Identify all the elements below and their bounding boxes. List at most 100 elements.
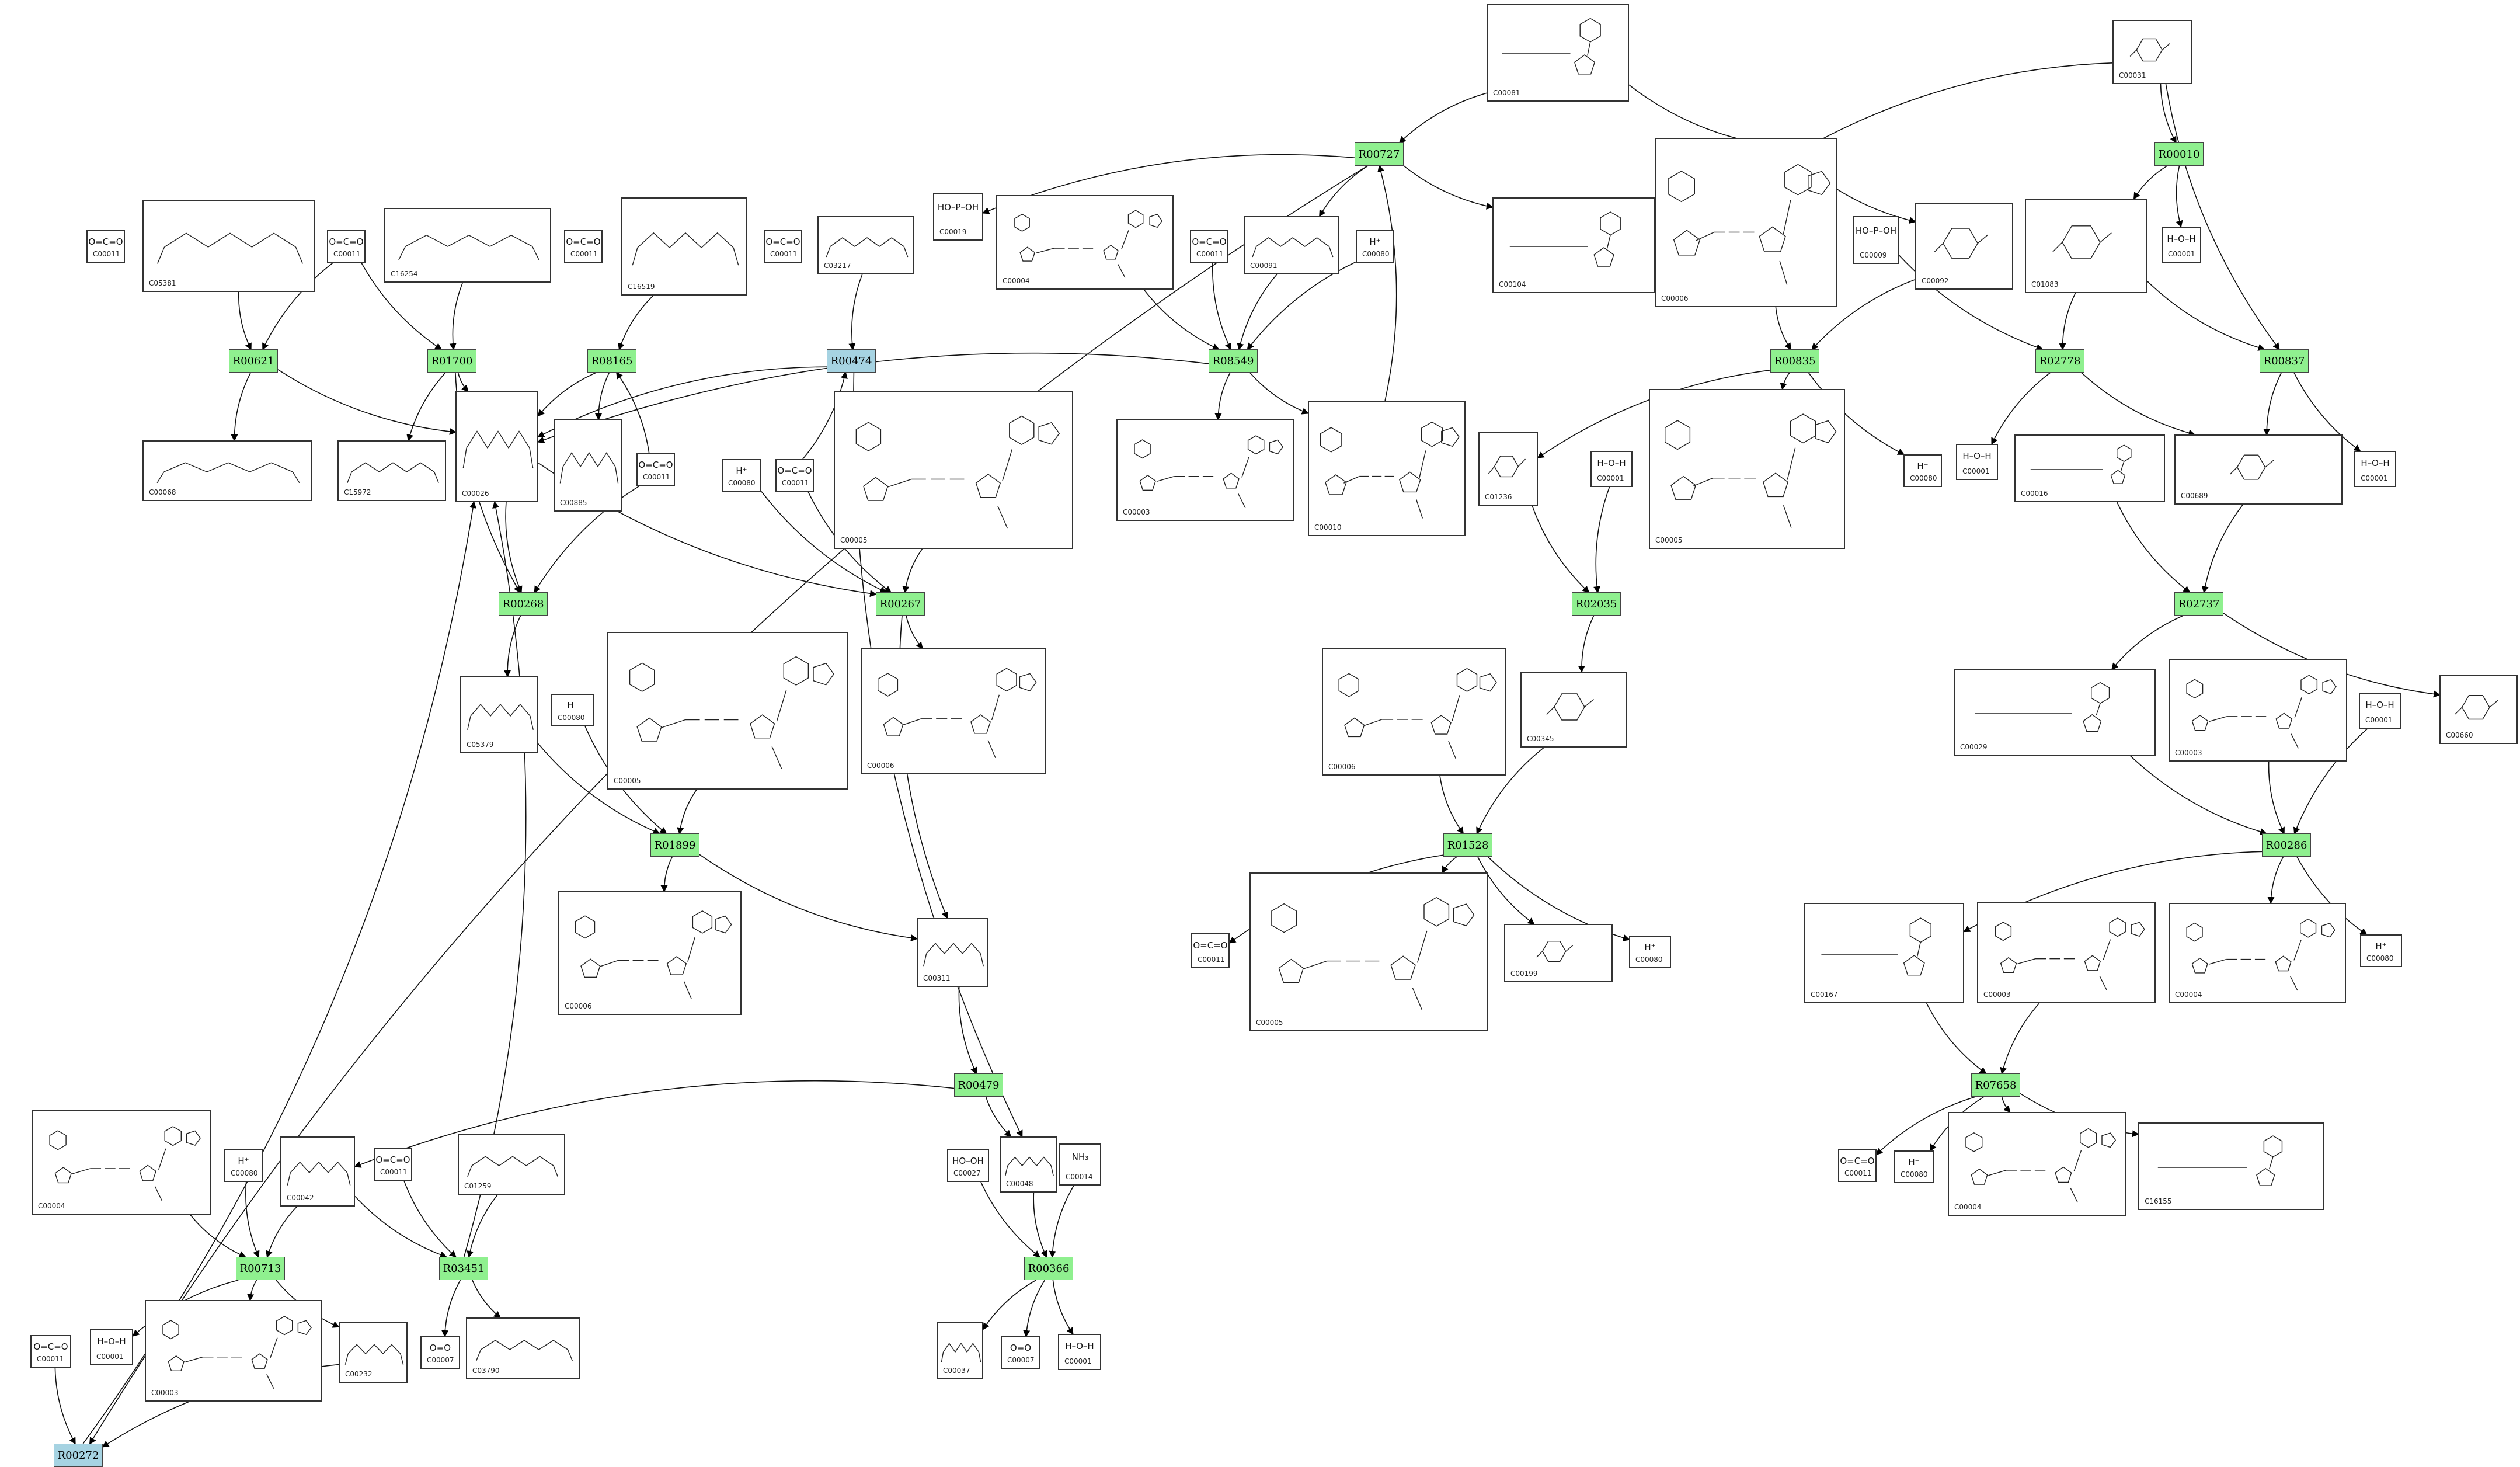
compound-C00004[interactable]: C00004 bbox=[1948, 1112, 2126, 1216]
compound-C00232[interactable]: C00232 bbox=[339, 1322, 408, 1383]
reaction-R00267[interactable]: R00267 bbox=[876, 592, 925, 616]
compound-C00005[interactable]: C00005 bbox=[1649, 389, 1845, 549]
compound-C00081[interactable]: C00081 bbox=[1487, 4, 1629, 102]
compound-C00006[interactable]: C00006 bbox=[861, 648, 1046, 774]
compound-C00016[interactable]: C00016 bbox=[2014, 434, 2165, 502]
reaction-R02778[interactable]: R02778 bbox=[2035, 349, 2084, 373]
reaction-R01899[interactable]: R01899 bbox=[650, 833, 699, 857]
reaction-R00837[interactable]: R00837 bbox=[2260, 349, 2309, 373]
reaction-R00621[interactable]: R00621 bbox=[229, 349, 278, 373]
reaction-R01528[interactable]: R01528 bbox=[1443, 833, 1492, 857]
compound-C00005[interactable]: C00005 bbox=[834, 391, 1073, 549]
reaction-R02035[interactable]: R02035 bbox=[1572, 592, 1621, 616]
reaction-R00835[interactable]: R00835 bbox=[1770, 349, 1819, 373]
compound-C00006[interactable]: C00006 bbox=[558, 891, 742, 1015]
compound-C01259[interactable]: C01259 bbox=[458, 1134, 565, 1195]
compound-C05381[interactable]: C05381 bbox=[142, 200, 315, 292]
compound-C00885[interactable]: C00885 bbox=[554, 419, 622, 512]
compound-C00037[interactable]: C00037 bbox=[937, 1322, 983, 1379]
reaction-R08549[interactable]: R08549 bbox=[1209, 349, 1258, 373]
compound-C00660[interactable]: C00660 bbox=[2439, 675, 2518, 744]
compound-C00091[interactable]: C00091 bbox=[1244, 216, 1339, 274]
compound-C00080[interactable]: H⁺C00080 bbox=[722, 459, 761, 492]
compound-C00092[interactable]: C00092 bbox=[1915, 203, 2013, 290]
compound-C00006[interactable]: C00006 bbox=[1322, 648, 1506, 776]
compound-C01083[interactable]: C01083 bbox=[2025, 199, 2147, 293]
reaction-R00272[interactable]: R00272 bbox=[54, 1444, 103, 1467]
compound-C00080[interactable]: H⁺C00080 bbox=[1894, 1150, 1934, 1183]
compound-C16155[interactable]: C16155 bbox=[2138, 1122, 2324, 1210]
compound-C15972[interactable]: C15972 bbox=[337, 440, 446, 501]
reaction-R00010[interactable]: R00010 bbox=[2154, 142, 2204, 166]
reaction-R00727[interactable]: R00727 bbox=[1355, 142, 1404, 166]
reaction-R02737[interactable]: R02737 bbox=[2174, 592, 2223, 616]
compound-C00080[interactable]: H⁺C00080 bbox=[1903, 454, 1942, 487]
reaction-R07658[interactable]: R07658 bbox=[1971, 1073, 2020, 1097]
reaction-R00713[interactable]: R00713 bbox=[236, 1257, 285, 1280]
compound-C00080[interactable]: H⁺C00080 bbox=[551, 694, 594, 726]
compound-C00026[interactable]: C00026 bbox=[455, 391, 538, 502]
compound-C00080[interactable]: H⁺C00080 bbox=[2360, 934, 2402, 967]
compound-C16254[interactable]: C16254 bbox=[384, 208, 551, 283]
compound-C00048[interactable]: C00048 bbox=[1000, 1136, 1057, 1193]
reaction-R00479[interactable]: R00479 bbox=[954, 1073, 1003, 1097]
compound-C00080[interactable]: H⁺C00080 bbox=[1629, 936, 1671, 968]
reaction-R00474[interactable]: R00474 bbox=[827, 349, 876, 373]
compound-C00006[interactable]: C00006 bbox=[1655, 138, 1837, 307]
compound-C00003[interactable]: C00003 bbox=[145, 1300, 322, 1402]
compound-C00029[interactable]: C00029 bbox=[1954, 669, 2156, 756]
compound-C16519[interactable]: C16519 bbox=[621, 197, 747, 296]
compound-C01236[interactable]: C01236 bbox=[1478, 432, 1538, 506]
compound-C00689[interactable]: C00689 bbox=[2174, 434, 2343, 505]
reaction-R00286[interactable]: R00286 bbox=[2262, 833, 2311, 857]
compound-C00042[interactable]: C00042 bbox=[280, 1136, 355, 1207]
compound-C00311[interactable]: C00311 bbox=[917, 918, 988, 987]
compound-C00010[interactable]: C00010 bbox=[1308, 401, 1466, 536]
compound-C00167[interactable]: C00167 bbox=[1804, 903, 1964, 1003]
compound-C00345[interactable]: C00345 bbox=[1520, 672, 1627, 748]
compound-C00104[interactable]: C00104 bbox=[1492, 197, 1655, 293]
compound-C00004[interactable]: C00004 bbox=[996, 195, 1174, 290]
reaction-R00366[interactable]: R00366 bbox=[1024, 1257, 1073, 1280]
reaction-R01700[interactable]: R01700 bbox=[427, 349, 476, 373]
compound-C00080[interactable]: H⁺C00080 bbox=[1356, 230, 1394, 263]
reaction-R00268[interactable]: R00268 bbox=[499, 592, 548, 616]
compound-C00004[interactable]: C00004 bbox=[32, 1110, 211, 1215]
compound-C03217[interactable]: C03217 bbox=[817, 216, 914, 274]
compound-C00080[interactable]: H⁺C00080 bbox=[224, 1149, 263, 1182]
compound-C00031[interactable]: C00031 bbox=[2112, 20, 2192, 84]
compound-C00068[interactable]: C00068 bbox=[142, 440, 312, 501]
reaction-R08165[interactable]: R08165 bbox=[587, 349, 636, 373]
compound-C00005[interactable]: C00005 bbox=[607, 632, 848, 790]
compound-C00003[interactable]: C00003 bbox=[2169, 659, 2347, 762]
compound-C00003[interactable]: C00003 bbox=[1977, 902, 2156, 1003]
compound-C00199[interactable]: C00199 bbox=[1504, 924, 1613, 982]
compound-C05379[interactable]: C05379 bbox=[460, 676, 538, 753]
compound-C03790[interactable]: C03790 bbox=[466, 1317, 580, 1379]
reaction-R03451[interactable]: R03451 bbox=[439, 1257, 488, 1280]
compound-C00005[interactable]: C00005 bbox=[1249, 872, 1488, 1031]
compound-C00004[interactable]: C00004 bbox=[2169, 903, 2346, 1003]
